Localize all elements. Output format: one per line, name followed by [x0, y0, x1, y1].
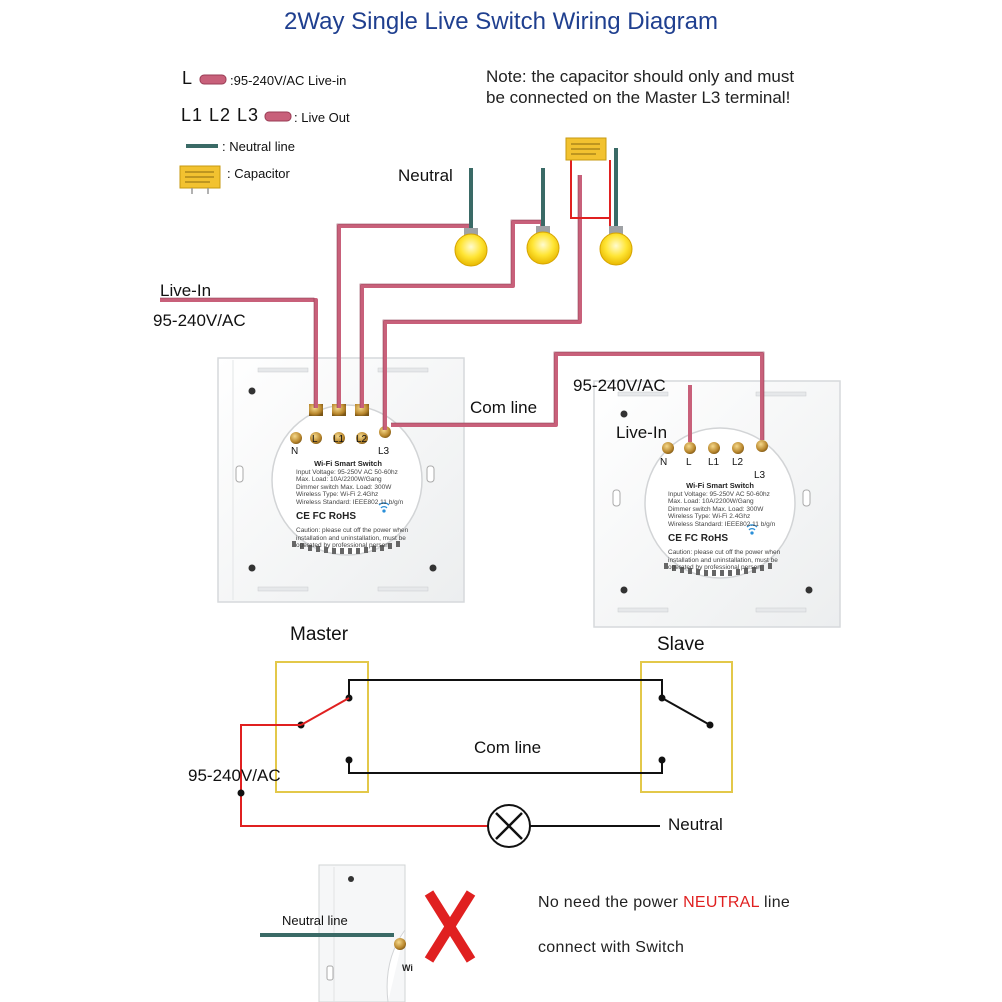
slave-caution-2: installation and uninstallation, must be — [668, 556, 778, 564]
neutral-top-label: Neutral — [398, 166, 453, 185]
master-terminal-l3: L3 — [378, 446, 390, 457]
legend-out-label: L1 L2 L3 — [181, 105, 260, 125]
legend-capacitor-icon — [179, 165, 221, 194]
schematic-voltage-label: 95-240V/AC — [188, 766, 281, 785]
slave-terminal-l1: L1 — [708, 457, 720, 468]
slave-terminal-l: L — [686, 457, 692, 468]
legend-live-in-swatch — [199, 74, 227, 85]
slave-caution-3: operated by professional person — [668, 564, 761, 571]
legend-neutral-text: : Neutral line — [222, 139, 295, 154]
master-wifi-icon — [378, 502, 390, 513]
slave-caution-1: Caution: please cut off the power when — [668, 549, 781, 556]
no-need-highlight: NEUTRAL — [683, 894, 760, 911]
master-spec-1: Input Voltage: 95-250V AC 50-60hz — [296, 468, 398, 476]
note-line-1: Note: the capacitor should only and must — [486, 67, 795, 86]
slave-terminal-l2: L2 — [732, 457, 744, 468]
no-need-suffix: line — [759, 894, 791, 911]
master-caution-1: Caution: please cut off the power when — [296, 527, 409, 534]
master-terminal-screws — [290, 404, 391, 444]
capacitor-note: Note: the capacitor should only and must… — [486, 66, 866, 108]
slave-terminal-n: N — [660, 457, 668, 468]
master-terminal-n: N — [291, 446, 299, 457]
note-line-2: be connected on the Master L3 terminal! — [486, 88, 791, 107]
partial-switch-image — [260, 864, 406, 1002]
no-need-neutral-text: No need the power NEUTRAL line — [538, 894, 790, 912]
com-line-top-label: Com line — [470, 398, 538, 417]
legend-neutral-swatch — [186, 144, 218, 148]
capacitor-bypass — [565, 137, 611, 230]
slave-box — [640, 661, 733, 793]
voltage-left-label: 95-240V/AC — [153, 311, 246, 330]
slave-product-name: Wi-Fi Smart Switch — [686, 481, 754, 490]
bottom-neutral-line-label: Neutral line — [282, 913, 348, 928]
slave-terminal-screws — [662, 440, 768, 454]
slave-spec-1: Input Voltage: 95-250V AC 50-60hz — [668, 490, 770, 498]
voltage-right-label: 95-240V/AC — [573, 376, 666, 395]
master-caution-2: installation and uninstallation, must be — [296, 534, 406, 542]
master-module-info: Wi-Fi Smart Switch Input Voltage: 95-250… — [296, 460, 408, 550]
schematic — [237, 661, 733, 848]
legend-out-text: : Live Out — [294, 110, 350, 125]
bulb-3 — [599, 226, 633, 266]
master-spec-3: Dimmer switch Max. Load: 300W — [296, 483, 392, 491]
no-need-prefix: No need the power — [538, 894, 684, 911]
connect-with-switch-text: connect with Switch — [538, 939, 685, 956]
slave-spec-3: Dimmer switch Max. Load: 300W — [668, 505, 764, 513]
slave-label: Slave — [657, 634, 705, 655]
master-box — [275, 661, 369, 793]
page-title: 2Way Single Live Switch Wiring Diagram — [284, 8, 718, 35]
bulb-2 — [526, 226, 560, 265]
master-terminal-l1: L1 — [333, 434, 345, 445]
master-certs: CE FC RoHS — [296, 511, 356, 522]
master-spec-2: Max. Load: 10A/2200W/Gang — [296, 476, 382, 483]
slave-module-vents — [664, 563, 772, 576]
slave-spec-5: Wireless Standard: IEEE802.11 b/g/n — [668, 520, 776, 528]
slave-spec-4: Wireless Type: Wi-Fi 2.4Ghz — [668, 513, 751, 520]
neutral-wires — [469, 148, 618, 232]
slave-terminal-l3: L3 — [754, 470, 766, 481]
live-in-right-label: Live-In — [616, 423, 668, 442]
master-label: Master — [290, 624, 349, 645]
master-l3-wire — [383, 175, 582, 430]
legend-live-out-swatch — [264, 111, 292, 122]
master-terminal-l: L — [312, 434, 318, 445]
schematic-com-line-label: Com line — [474, 738, 542, 757]
slave-certs: CE FC RoHS — [668, 533, 728, 544]
legend — [179, 74, 292, 194]
partial-module-label: Wi — [402, 963, 413, 973]
master-terminal-l2: L2 — [356, 434, 368, 445]
master-spec-5: Wireless Standard: IEEE802.11 b/g/n — [296, 498, 404, 506]
master-live-in-wire — [160, 298, 318, 408]
master-module-vents — [292, 541, 400, 554]
master-caution-3: operated by professional person — [296, 542, 389, 549]
legend-l-label: L — [182, 68, 194, 88]
bulb-1 — [454, 228, 488, 267]
slave-switch-plate — [593, 380, 841, 628]
slave-module-info: Wi-Fi Smart Switch Input Voltage: 95-250… — [668, 482, 780, 572]
legend-capacitor-text: : Capacitor — [227, 166, 290, 181]
master-product-name: Wi-Fi Smart Switch — [314, 459, 382, 468]
slave-wifi-icon — [746, 524, 758, 535]
master-spec-4: Wireless Type: Wi-Fi 2.4Ghz — [296, 491, 379, 498]
live-in-left-label: Live-In — [160, 281, 212, 300]
red-x-icon — [424, 890, 476, 963]
schematic-neutral-label: Neutral — [668, 815, 723, 834]
legend-l-text: :95-240V/AC Live-in — [230, 73, 347, 88]
com-line-wire — [391, 352, 764, 440]
slave-spec-2: Max. Load: 10A/2200W/Gang — [668, 498, 754, 505]
